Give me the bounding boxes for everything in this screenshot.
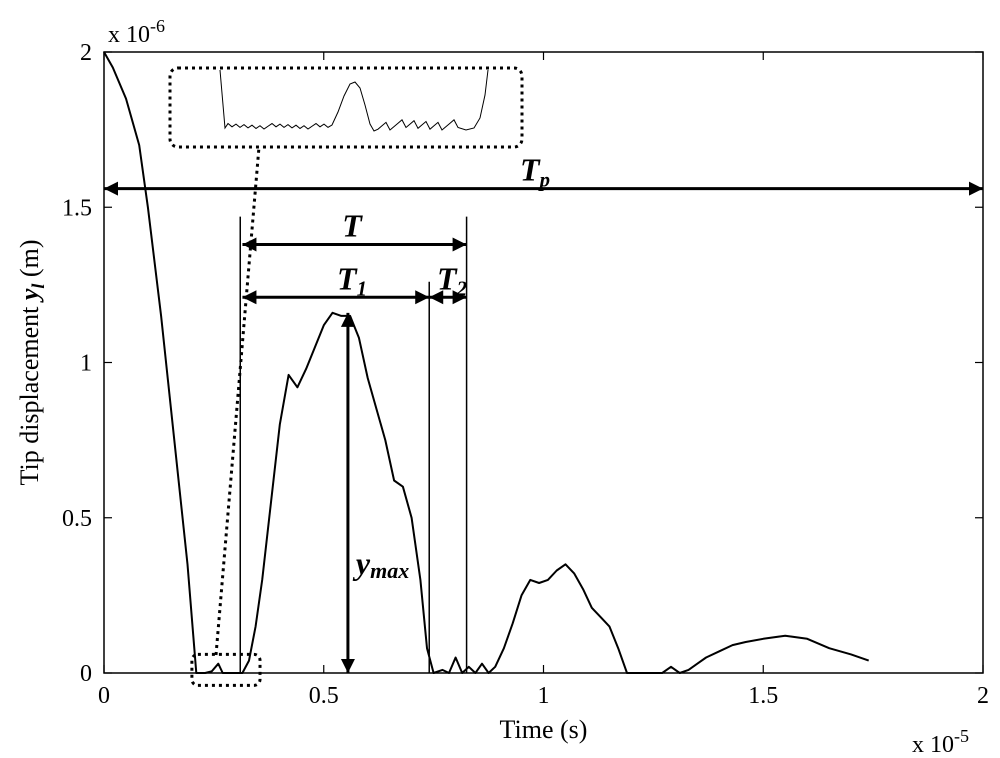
x-tick-label: 0 bbox=[98, 683, 110, 709]
x-multiplier: x 10-5 bbox=[912, 726, 969, 758]
Tp-arrow-head bbox=[104, 181, 118, 196]
x-tick-label: 2 bbox=[977, 683, 989, 709]
T2-arrow-head bbox=[429, 290, 444, 305]
ymax-arrow-head bbox=[340, 312, 355, 327]
y-tick-label: 1.5 bbox=[62, 195, 92, 221]
T1-arrow-head bbox=[242, 290, 257, 305]
x-axis-label: Time (s) bbox=[500, 715, 588, 744]
T1-arrow-head bbox=[415, 290, 430, 305]
y-multiplier: x 10-6 bbox=[108, 16, 165, 48]
x-tick-label: 0.5 bbox=[309, 683, 339, 709]
T1-label: T1 bbox=[337, 260, 367, 300]
inset-trace bbox=[219, 69, 489, 132]
y-tick-label: 0.5 bbox=[62, 506, 92, 532]
T-label: T bbox=[342, 208, 363, 244]
ymax-label: ymax bbox=[352, 545, 409, 583]
x-tick-label: 1.5 bbox=[748, 683, 778, 709]
zoom-connector bbox=[214, 146, 261, 656]
T-arrow-head bbox=[452, 237, 467, 252]
Tp-label: Tp bbox=[520, 152, 550, 192]
y-tick-label: 1 bbox=[80, 351, 92, 377]
zoom-source-box bbox=[190, 652, 262, 687]
Tp-arrow-head bbox=[969, 181, 983, 196]
T2-arrow-head bbox=[452, 290, 467, 305]
annotations bbox=[104, 181, 983, 673]
zoom-inset bbox=[168, 66, 524, 687]
series-line bbox=[103, 51, 870, 674]
T2-label: T2 bbox=[437, 260, 467, 300]
T-arrow-head bbox=[242, 237, 257, 252]
axes bbox=[103, 51, 984, 674]
y-tick-label: 0 bbox=[80, 661, 92, 687]
y-tick-label: 2 bbox=[80, 40, 92, 66]
labels: 0 0.5 1 1.5 2 0 0.5 1 1.5 2 x 10-6 x 10-5 Time (s) Ti… bbox=[15, 16, 989, 758]
x-tick-label: 1 bbox=[538, 683, 550, 709]
ymax-arrow-head bbox=[340, 659, 355, 673]
series-group bbox=[103, 51, 870, 674]
y-axis-label: Tip displacement yl (m) bbox=[15, 240, 48, 486]
